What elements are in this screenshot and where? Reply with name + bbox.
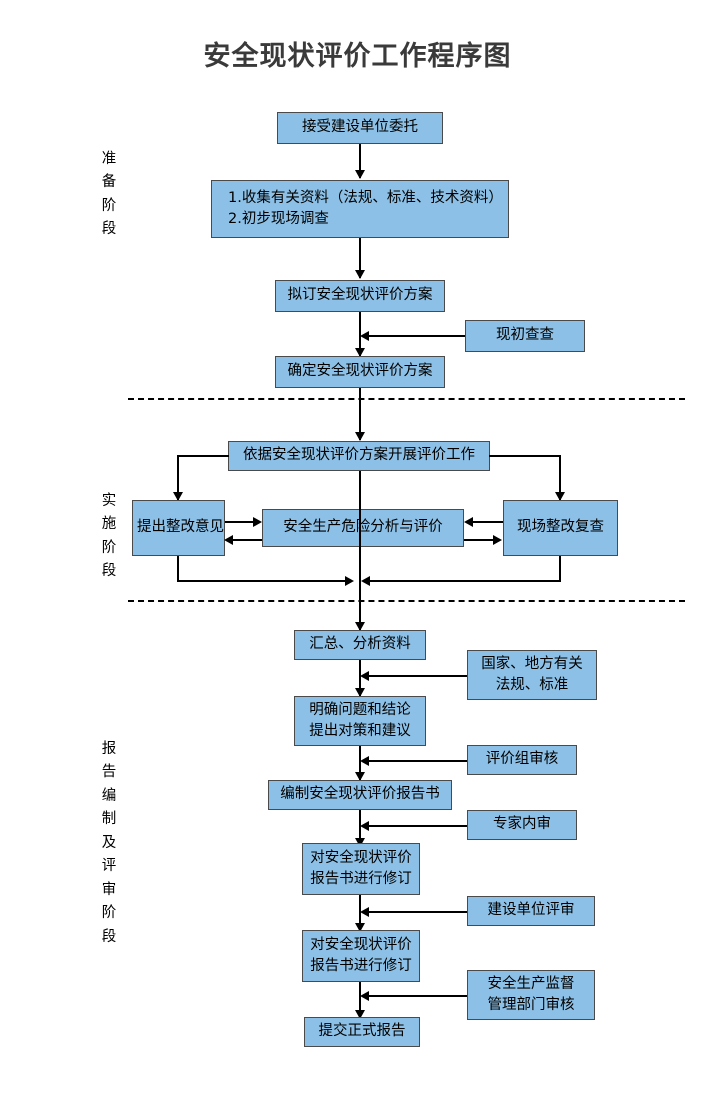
arrowhead-clarify-to-compile (355, 772, 365, 781)
connector-carryout-left-vertical (177, 455, 179, 500)
arrowhead-collect-to-draft (355, 270, 365, 279)
node-clarify-problems[interactable]: 明确问题和结论 提出对策和建议 (294, 696, 426, 746)
arrowhead-carryout-to-recheck (555, 492, 565, 501)
arrowhead-carryout-to-rectification (173, 492, 183, 501)
connector-recheck-to-risk (472, 521, 503, 523)
arrowhead-risk-to-rectification (224, 535, 233, 545)
arrowhead-draft-to-confirm (355, 348, 365, 357)
node-summarize-analyze[interactable]: 汇总、分析资料 (294, 630, 426, 660)
node-collect-data[interactable]: 1.收集有关资料（法规、标准、技术资料） 2.初步现场调查 (211, 180, 509, 238)
arrowhead-revise2-to-submit (355, 1010, 365, 1019)
arrowhead-constructionunit-to-mainline (360, 907, 369, 917)
connector-confirm-to-carryout (359, 388, 361, 440)
node-submit-final-report[interactable]: 提交正式报告 (304, 1017, 420, 1047)
arrowhead-implementation-to-summarize (355, 622, 365, 631)
connector-carryout-left-horizontal (177, 455, 229, 457)
arrowhead-accept-to-collect (355, 170, 365, 179)
connector-reviewgroup-to-mainline (368, 760, 467, 762)
connector-expert-to-mainline (368, 825, 467, 827)
node-rectification-opinion[interactable]: 提出整改意见 (132, 500, 225, 556)
arrowhead-regs-to-mainline (360, 671, 369, 681)
node-revise-report-2[interactable]: 对安全现状评价 报告书进行修订 (302, 930, 420, 982)
node-expert-internal-review[interactable]: 专家内审 (467, 810, 577, 840)
connector-accept-to-collect (359, 144, 361, 178)
divider-implementation-reporting (128, 600, 685, 602)
arrowhead-risk-to-recheck (493, 535, 502, 545)
connector-supervision-to-mainline (368, 995, 467, 997)
connector-recheck-down (559, 556, 561, 581)
arrowhead-supervision-to-mainline (360, 991, 369, 1001)
arrowhead-revise1-to-revise2 (355, 923, 365, 932)
connector-survey-to-mainline (368, 335, 465, 337)
arrowhead-rectification-to-risk (253, 517, 262, 527)
connector-constructionunit-to-mainline (368, 911, 467, 913)
connector-rectification-down (177, 556, 179, 581)
connector-rectification-to-risk (225, 521, 255, 523)
connector-carryout-right-vertical (559, 455, 561, 500)
node-preliminary-survey[interactable]: 现初查查 (465, 320, 585, 352)
arrowhead-confirm-to-carryout (355, 432, 365, 441)
connector-implementation-center-line (359, 471, 361, 641)
connector-rectification-bottom-horizontal (177, 580, 352, 582)
node-review-group[interactable]: 评价组审核 (467, 745, 577, 775)
connector-risk-to-recheck (464, 539, 495, 541)
stage-label-reporting: 报告编制及评审阶段 (101, 741, 117, 945)
node-national-local-regs[interactable]: 国家、地方有关 法规、标准 (467, 650, 597, 700)
connector-collect-to-draft (359, 238, 361, 278)
node-confirm-plan[interactable]: 确定安全现状评价方案 (275, 356, 445, 388)
arrowhead-expert-to-mainline (360, 821, 369, 831)
node-compile-report[interactable]: 编制安全现状评价报告书 (268, 780, 452, 810)
arrowhead-recheck-to-risk (464, 517, 473, 527)
divider-preparation-implementation (128, 398, 685, 400)
arrowhead-right-loop-to-center (361, 576, 370, 586)
stage-label-implementation: 实施阶段 (101, 493, 117, 580)
node-revise-report-1[interactable]: 对安全现状评价 报告书进行修订 (302, 843, 420, 895)
arrowhead-reviewgroup-to-mainline (360, 756, 369, 766)
connector-carryout-right-horizontal (489, 455, 561, 457)
arrowhead-summarize-to-clarify (355, 688, 365, 697)
node-accept-commission[interactable]: 接受建设单位委托 (277, 112, 443, 144)
page-title: 安全现状评价工作程序图 (203, 41, 512, 72)
stage-label-preparation: 准备阶段 (101, 151, 117, 238)
node-onsite-recheck[interactable]: 现场整改复查 (503, 500, 618, 556)
node-safety-supervision-review[interactable]: 安全生产监督 管理部门审核 (467, 970, 595, 1020)
node-carry-out-evaluation[interactable]: 依据安全现状评价方案开展评价工作 (228, 441, 490, 471)
arrowhead-compile-to-revise1 (355, 838, 365, 847)
node-draft-plan[interactable]: 拟订安全现状评价方案 (275, 280, 445, 312)
arrowhead-survey-to-mainline (360, 331, 369, 341)
connector-risk-to-rectification (232, 539, 262, 541)
arrowhead-left-loop-to-center (345, 576, 354, 586)
connector-regs-to-mainline (368, 675, 467, 677)
connector-recheck-bottom-horizontal (368, 580, 561, 582)
node-risk-analysis[interactable]: 安全生产危险分析与评价 (262, 509, 464, 547)
node-construction-unit-review[interactable]: 建设单位评审 (467, 896, 595, 926)
